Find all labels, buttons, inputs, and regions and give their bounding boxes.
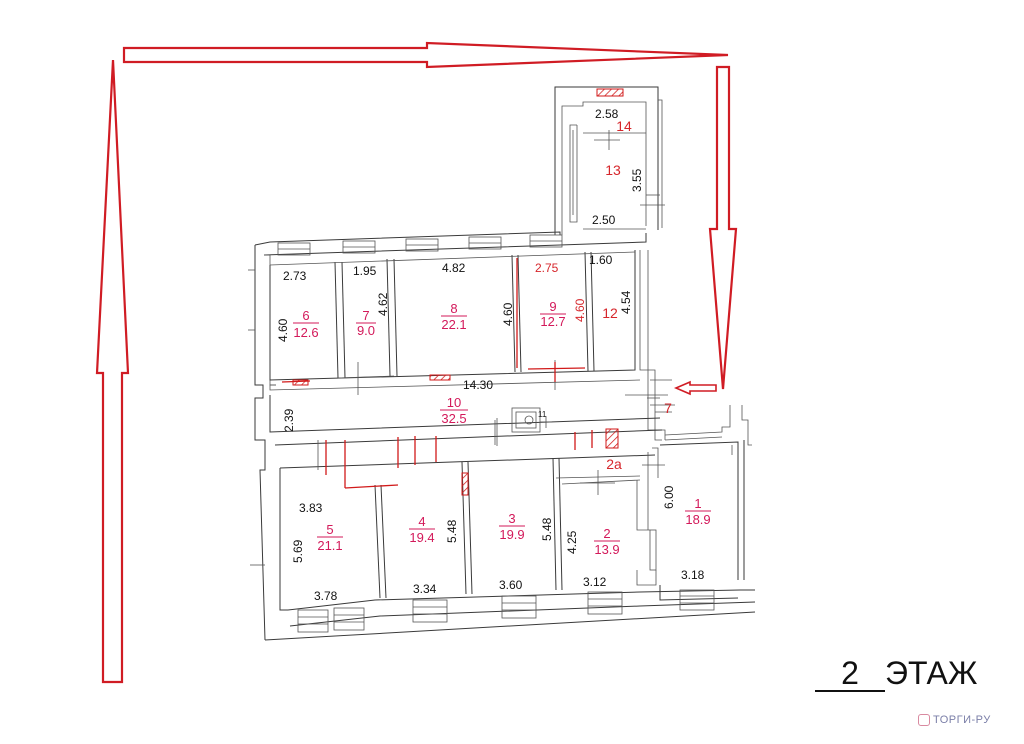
room-5-label: 5 21.1 [317,522,343,553]
svg-text:5.48: 5.48 [540,517,554,541]
svg-text:10: 10 [447,395,461,410]
room-labels: 14 13 6 12.6 7 9.0 8 22.1 9 12.7 12 10 3… [293,118,711,557]
svg-text:18.9: 18.9 [685,512,710,527]
room-10-label: 10 32.5 [440,395,468,426]
svg-text:9: 9 [549,299,556,314]
room-12-label: 12 [602,305,618,321]
svg-text:2.50: 2.50 [592,213,616,227]
svg-text:3.83: 3.83 [299,501,323,515]
svg-text:4: 4 [418,514,425,529]
room-3-label: 3 19.9 [499,511,525,542]
room-13-label: 13 [605,162,621,178]
svg-text:9.0: 9.0 [357,323,375,338]
entrance-7-label: 7 [664,400,672,416]
svg-text:3: 3 [508,511,515,526]
svg-text:19.9: 19.9 [499,527,524,542]
svg-text:5.69: 5.69 [291,539,305,563]
svg-text:19.4: 19.4 [409,530,434,545]
svg-text:2.58: 2.58 [595,107,619,121]
svg-text:6.00: 6.00 [662,485,676,509]
floor-text: ЭТАЖ [885,655,978,691]
entrance-arrow-small [673,380,717,396]
svg-text:8: 8 [450,301,457,316]
svg-text:7: 7 [664,400,672,416]
svg-text:2.39: 2.39 [282,408,296,432]
room-14-label: 14 [616,118,632,134]
svg-text:2a: 2a [606,456,622,472]
room-1-label: 1 18.9 [685,496,711,527]
svg-text:14.30: 14.30 [463,378,493,392]
svg-text:4.82: 4.82 [442,261,466,275]
svg-text:3.18: 3.18 [681,568,705,582]
house-logo-icon [918,714,930,726]
route-arrow-down-right [708,65,738,390]
room-9-label: 9 12.7 [540,299,566,329]
svg-text:14: 14 [616,118,632,134]
svg-text:21.1: 21.1 [317,538,342,553]
svg-text:5: 5 [326,522,333,537]
svg-text:13: 13 [605,162,621,178]
svg-text:3.12: 3.12 [583,575,607,589]
svg-text:12.7: 12.7 [540,314,565,329]
room-8-label: 8 22.1 [441,301,467,332]
floor-number: 2 [815,656,885,692]
building-walls [248,86,756,641]
svg-text:4.25: 4.25 [565,530,579,554]
svg-text:7: 7 [362,308,369,323]
svg-text:4.62: 4.62 [376,292,390,316]
watermark-text: ТОРГИ-РУ [933,714,991,726]
svg-text:6: 6 [302,308,309,323]
svg-text:1.60: 1.60 [589,253,613,267]
route-arrow-right-top [122,41,729,69]
dimension-labels: 2.58 3.55 2.50 2.73 4.60 1.95 4.62 4.82 … [276,107,705,603]
svg-text:1: 1 [694,496,701,511]
svg-text:5.48: 5.48 [445,519,459,543]
room-2-label: 2 13.9 [594,526,620,557]
svg-text:4.54: 4.54 [619,290,633,314]
svg-text:3.78: 3.78 [314,589,338,603]
svg-text:12: 12 [602,305,618,321]
svg-text:2.75: 2.75 [535,261,559,275]
svg-text:4.60: 4.60 [276,318,290,342]
room-7-label: 7 9.0 [356,308,376,338]
svg-text:1.95: 1.95 [353,264,377,278]
svg-text:4.60: 4.60 [501,302,515,326]
svg-text:2: 2 [603,526,610,541]
svg-text:2.73: 2.73 [283,269,307,283]
watermark: ТОРГИ-РУ [918,714,991,726]
svg-text:4.60: 4.60 [573,298,587,322]
svg-text:13.9: 13.9 [594,542,619,557]
room-6-label: 6 12.6 [293,308,319,340]
svg-text:12.6: 12.6 [293,325,318,340]
svg-text:22.1: 22.1 [441,317,466,332]
svg-text:11: 11 [538,410,547,419]
svg-text:3.60: 3.60 [499,578,523,592]
route-arrow-up-left [95,59,130,684]
room-4-label: 4 19.4 [409,514,435,545]
svg-text:3.55: 3.55 [630,168,644,192]
svg-text:32.5: 32.5 [441,411,466,426]
room-2a-label: 2a [606,456,622,472]
room-11-label: 11 [538,410,547,419]
svg-text:3.34: 3.34 [413,582,437,596]
